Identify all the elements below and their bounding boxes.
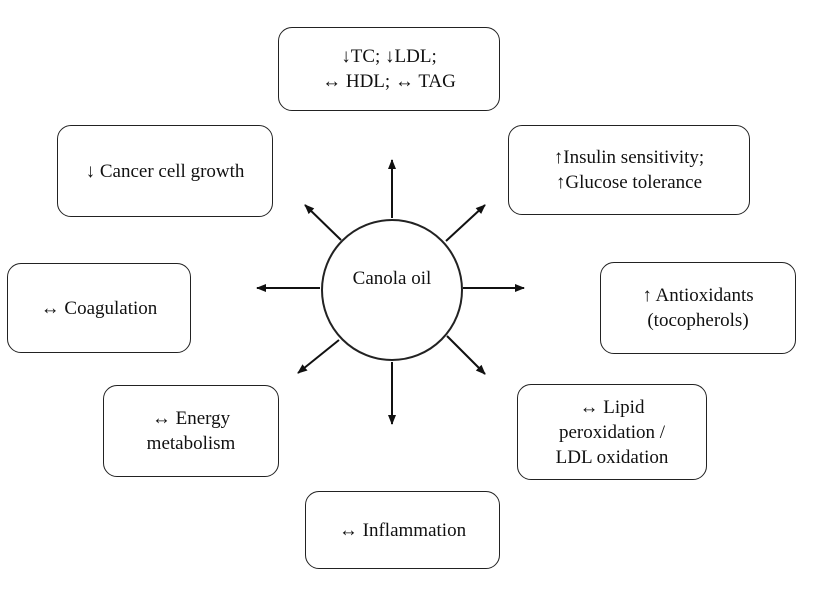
effect-box-coagulation: ↔ Coagulation (7, 263, 191, 353)
arrow-down-right (446, 335, 486, 375)
effect-text: ↓TC; ↓LDL; (341, 46, 437, 67)
effect-text: peroxidation / (558, 421, 666, 443)
effect-box-inflammation: ↔ Inflammation (305, 491, 500, 569)
effect-box-energy: ↔ Energy metabolism (103, 385, 279, 477)
effect-box-lipid-oxidation: ↔ Lipid peroxidation / LDL oxidation (517, 384, 707, 480)
effect-text: (tocopherols) (647, 310, 749, 331)
effect-text: ↓ Cancer cell growth (85, 160, 245, 182)
center-circle (321, 219, 463, 361)
arrow-up-left (304, 204, 342, 241)
effect-text: ↑Insulin sensitivity; (553, 147, 705, 168)
effect-box-cancer: ↓ Cancer cell growth (57, 125, 273, 217)
effect-text: metabolism (146, 433, 236, 454)
effect-box-antioxidants: ↑ Antioxidants (tocopherols) (600, 262, 796, 354)
arrow-up-right (445, 204, 486, 242)
center-label-line: Canola (352, 268, 407, 289)
effect-text: ↔ HDL; ↔ TAG (322, 71, 456, 92)
effect-box-lipid-profile: ↓TC; ↓LDL; ↔ HDL; ↔ TAG (278, 27, 500, 111)
effect-text: LDL oxidation (555, 446, 669, 468)
center-label-line: oil (411, 268, 432, 289)
effect-text: ↑ Antioxidants (642, 285, 754, 306)
center-label: Canola oil (322, 266, 462, 291)
effect-text: ↔ Lipid (579, 396, 645, 418)
effect-text: ↔ Coagulation (40, 297, 158, 319)
effect-text: ↔ Inflammation (338, 519, 467, 541)
effect-text: ↔ Energy (151, 408, 231, 429)
effect-text: ↑Glucose tolerance (555, 172, 703, 193)
effect-box-insulin: ↑Insulin sensitivity; ↑Glucose tolerance (508, 125, 750, 215)
arrow-down-left (297, 339, 340, 374)
